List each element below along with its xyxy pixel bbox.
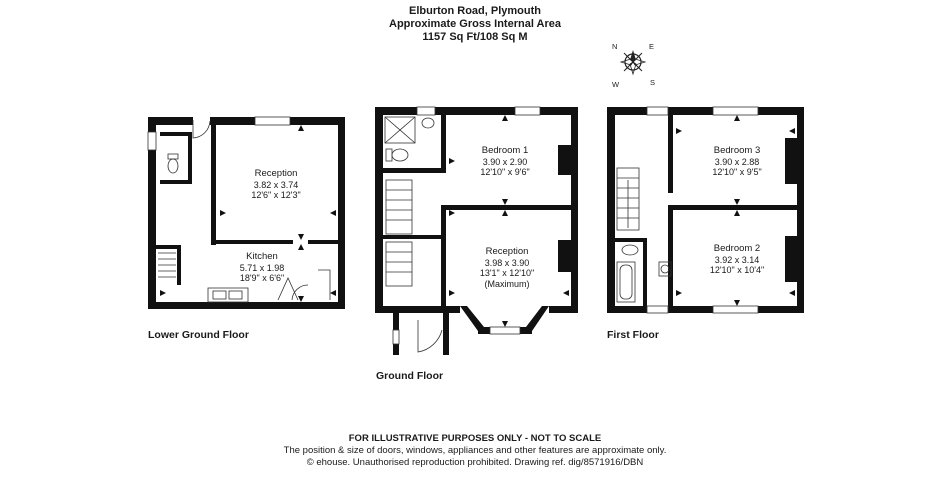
room-metric: 3.90 x 2.90 <box>482 156 528 167</box>
compass-icon: N E S W <box>612 42 655 89</box>
room-metric: 3.98 x 3.90 <box>484 257 530 268</box>
copyright: © ehouse. Unauthorised reproduction proh… <box>306 457 644 468</box>
room-name: Kitchen <box>246 251 278 262</box>
first-floor-dimension-markers <box>676 115 795 306</box>
title: Elburton Road, Plymouth <box>409 5 541 17</box>
room-metric: 3.92 x 3.14 <box>714 254 760 265</box>
compass-e: E <box>649 42 654 51</box>
lower-ground-dimension-markers <box>160 125 336 302</box>
room-name: Bedroom 3 <box>713 145 761 156</box>
compass-n: N <box>612 42 617 51</box>
room-f-bedroom3: Bedroom 3 3.90 x 2.88 12'10" x 9'5" <box>712 145 762 178</box>
room-f-bedroom2: Bedroom 2 3.92 x 3.14 12'10" x 10'4" <box>709 243 765 276</box>
room-name: Reception <box>485 246 529 257</box>
first-floor-plan <box>607 107 804 313</box>
room-imperial: 13'1" x 12'10" <box>479 268 535 278</box>
room-imperial: 12'10" x 10'4" <box>709 265 765 275</box>
room-imperial: 12'10" x 9'5" <box>712 167 762 177</box>
room-name: Bedroom 1 <box>481 145 529 156</box>
floor-label-first: First Floor <box>607 329 659 341</box>
room-lg-reception: Reception 3.82 x 3.74 12'6" x 12'3" <box>251 168 301 201</box>
room-imperial: 12'6" x 12'3" <box>251 190 301 200</box>
ground-floor-details <box>384 106 541 353</box>
first-floor-details <box>616 106 759 314</box>
room-g-reception: Reception 3.98 x 3.90 13'1" x 12'10" (Ma… <box>479 246 535 289</box>
footer-note: The position & size of doors, windows, a… <box>283 445 667 456</box>
ground-floor-dimension-markers <box>449 115 569 327</box>
floor-label-ground: Ground Floor <box>376 370 444 382</box>
lower-ground-details <box>147 116 331 303</box>
room-metric: 3.82 x 3.74 <box>253 179 299 190</box>
compass-s: S <box>650 78 655 87</box>
room-imperial: 12'10" x 9'6" <box>480 167 530 177</box>
room-metric: 5.71 x 1.98 <box>239 262 285 273</box>
subtitle: Approximate Gross Internal Area <box>389 18 561 30</box>
floor-label-lower-ground: Lower Ground Floor <box>148 329 249 341</box>
room-g-bedroom1: Bedroom 1 3.90 x 2.90 12'10" x 9'6" <box>480 145 530 178</box>
room-imperial: 18'9" x 6'6" <box>239 273 285 283</box>
room-lg-kitchen: Kitchen 5.71 x 1.98 18'9" x 6'6" <box>239 251 285 284</box>
room-metric: 3.90 x 2.88 <box>714 156 760 167</box>
ground-floor-plan <box>375 107 578 355</box>
compass-w: W <box>612 80 620 89</box>
room-name: Bedroom 2 <box>713 243 761 254</box>
disclaimer: FOR ILLUSTRATIVE PURPOSES ONLY - NOT TO … <box>348 433 602 444</box>
gross-area: 1157 Sq Ft/108 Sq M <box>422 31 528 43</box>
room-note: (Maximum) <box>484 278 530 289</box>
room-name: Reception <box>254 168 298 179</box>
